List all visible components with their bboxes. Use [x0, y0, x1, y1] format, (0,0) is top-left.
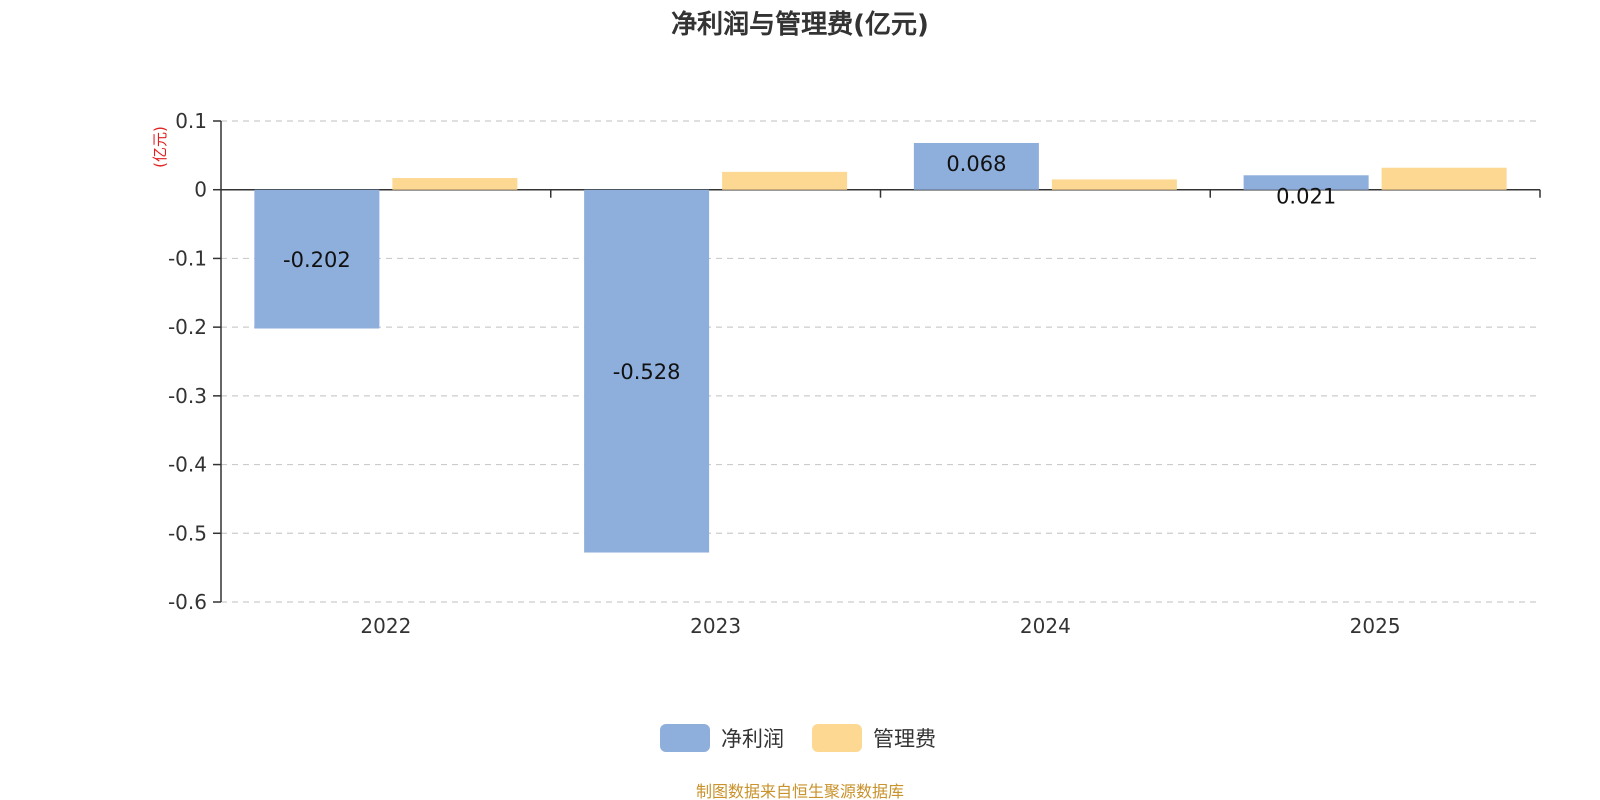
legend-swatch[interactable]	[660, 724, 710, 752]
y-tick-label: -0.4	[168, 453, 207, 477]
bar-净利润-2024	[913, 142, 1039, 190]
y-tick-label: 0	[194, 178, 207, 202]
data-label: 0.068	[946, 152, 1006, 176]
x-tick-label: 2025	[1350, 614, 1401, 638]
legend-label[interactable]: 净利润	[721, 727, 784, 751]
y-tick-label: 0.1	[175, 109, 207, 133]
bar-净利润-2023	[584, 189, 710, 553]
bar-管理费-2023	[722, 171, 848, 190]
chart-title: 净利润与管理费(亿元)	[671, 9, 929, 40]
bars	[254, 142, 1507, 553]
axes: 0.1 0 -0.1 -0.2 -0.3 -0.4 -0.5 -0.6 2022 2023 2024…	[168, 109, 1541, 638]
bar-管理费-2024	[1051, 179, 1177, 190]
y-tick-label: -0.5	[168, 521, 207, 545]
bar-净利润-2022	[254, 189, 380, 329]
source-note: 制图数据来自恒生聚源数据库	[696, 782, 904, 800]
bar-管理费-2022	[392, 178, 518, 190]
legend[interactable]: 净利润 管理费	[660, 724, 936, 752]
x-tick-label: 2024	[1020, 614, 1071, 638]
x-tick-label: 2022	[360, 614, 411, 638]
data-labels: -0.202 -0.528 0.068 0.021	[283, 152, 1336, 384]
bar-管理费-2025	[1381, 167, 1507, 190]
y-tick-label: -0.1	[168, 246, 207, 270]
legend-swatch[interactable]	[812, 724, 862, 752]
y-tick-label: -0.3	[168, 384, 207, 408]
legend-label[interactable]: 管理费	[873, 727, 936, 751]
data-label: -0.202	[283, 248, 351, 272]
x-tick-label: 2023	[690, 614, 741, 638]
bar-净利润-2025	[1243, 175, 1369, 190]
y-tick-label: -0.6	[168, 590, 207, 614]
y-tick-label: -0.2	[168, 315, 207, 339]
data-label: -0.528	[613, 360, 681, 384]
y-axis-unit-label: (亿元)	[151, 126, 169, 168]
data-label: 0.021	[1276, 184, 1336, 208]
